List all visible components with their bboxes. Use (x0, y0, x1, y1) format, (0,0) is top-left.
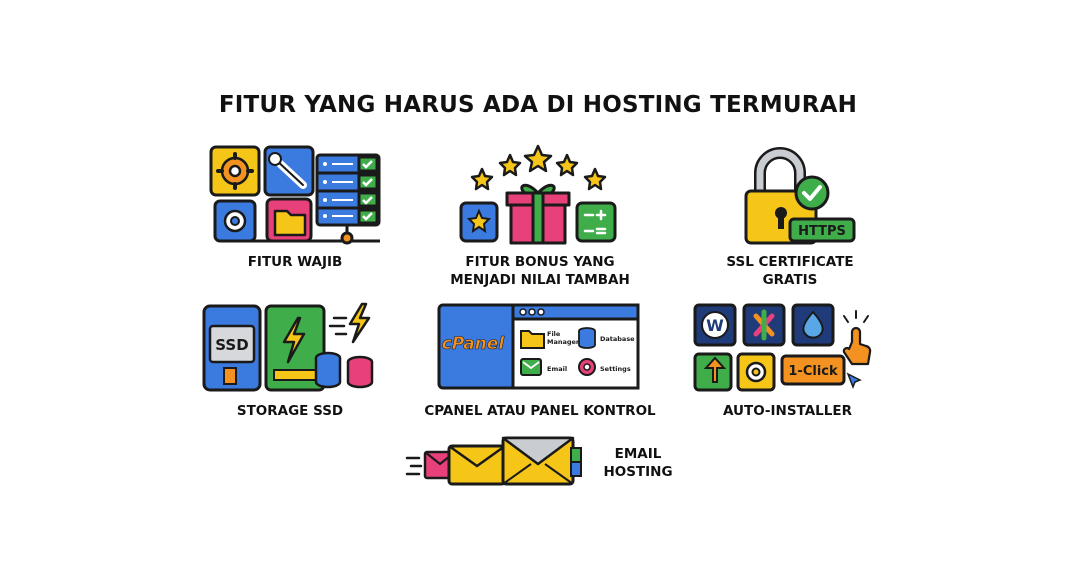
email-envelopes-icon (405, 436, 582, 486)
auto-installer-icon: W 1-Click (693, 303, 872, 392)
ssl-lock-icon: HTTPS (744, 147, 856, 245)
cpanel-window-icon: cPanel File Manager Database Email Setti… (437, 303, 640, 390)
feature-label-fitur-wajib: FITUR WAJIB (247, 254, 343, 270)
features-grid-icon (209, 145, 381, 245)
settings-text: Settings (600, 365, 631, 373)
file-manager-text-2: Manager (547, 338, 580, 346)
https-badge-text: HTTPS (798, 224, 846, 239)
feature-label-ssl: SSL CERTIFICATE GRATIS (726, 254, 854, 288)
ssd-storage-icon: SSD (202, 302, 374, 392)
one-click-text: 1-Click (788, 364, 838, 379)
feature-label-cpanel: CPANEL ATAU PANEL KONTROL (424, 403, 656, 419)
feature-label-storage-ssd: STORAGE SSD (236, 403, 344, 419)
database-text: Database (600, 335, 635, 343)
feature-label-fitur-bonus: FITUR BONUS YANG MENJADI NILAI TAMBAH (450, 254, 630, 288)
ssd-text: SSD (215, 336, 248, 354)
feature-label-auto-installer: AUTO-INSTALLER (722, 403, 852, 419)
svg-text:W: W (706, 316, 724, 335)
file-manager-text-1: File (547, 330, 561, 338)
cpanel-logo-text: cPanel (442, 334, 506, 354)
page-title: FITUR YANG HARUS ADA DI HOSTING TERMURAH (218, 92, 858, 118)
feature-label-email-hosting: EMAIL HOSTING (603, 446, 673, 480)
email-text: Email (547, 365, 567, 373)
gift-bonus-icon (459, 144, 617, 245)
